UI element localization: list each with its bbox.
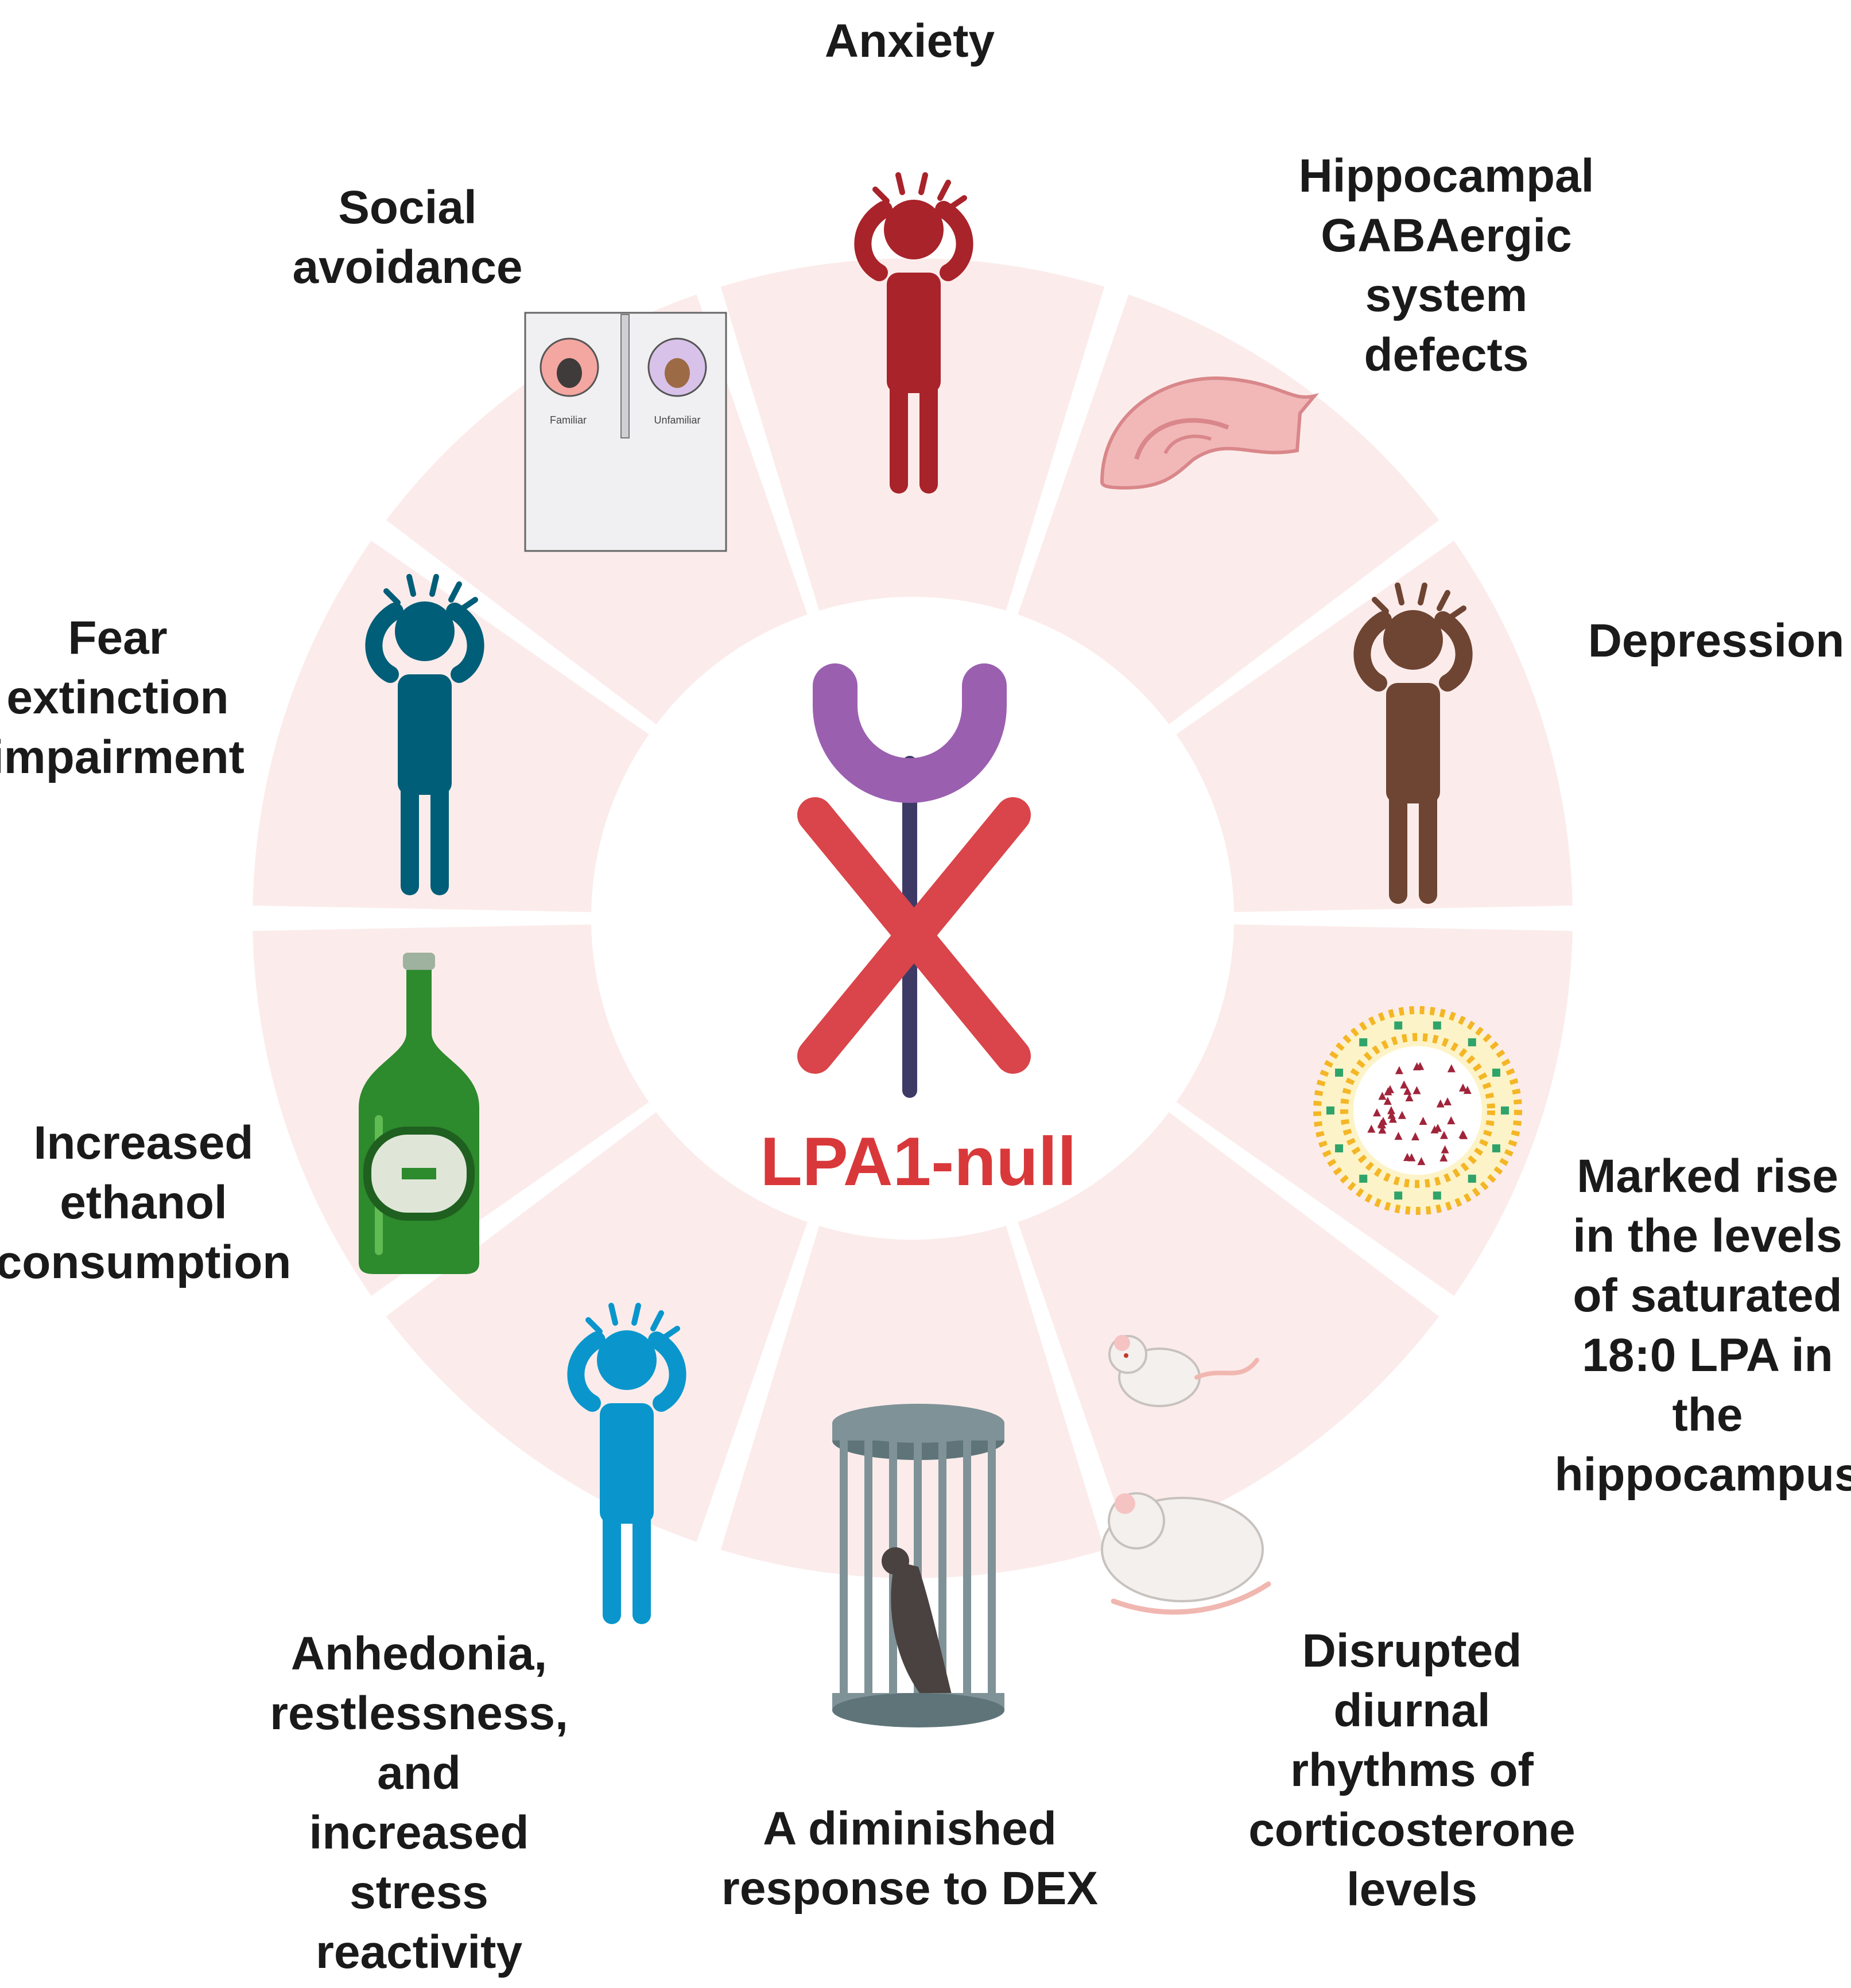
membrane-protein xyxy=(1492,1069,1500,1077)
membrane-protein xyxy=(1359,1174,1368,1183)
lpa-particle xyxy=(1400,1080,1408,1089)
lpa-particle xyxy=(1443,1097,1452,1105)
lpa-particle xyxy=(1458,1083,1467,1092)
ring-segment xyxy=(1176,541,1573,913)
hippocampus-icon xyxy=(1100,376,1320,490)
label-anhedonia: Anhedonia, restlessness, and increased s… xyxy=(270,1628,568,1978)
label-depression: Depression xyxy=(1588,615,1845,667)
lpa-particle xyxy=(1439,1153,1448,1162)
lpa-particle xyxy=(1412,1062,1421,1070)
label-social: Social avoidance xyxy=(292,181,523,293)
membrane-protein xyxy=(1433,1191,1441,1200)
lpa-particle xyxy=(1405,1093,1414,1102)
lpa-particle xyxy=(1379,1117,1388,1125)
lpa-particle xyxy=(1383,1097,1392,1105)
label-ethanol: Increased ethanol consumption xyxy=(0,1117,292,1288)
label-corticosterone: Disrupted diurnal rhythms of corticoster… xyxy=(1248,1625,1576,1916)
label-hippocampal: Hippocampal GABAergic system defects xyxy=(1298,150,1594,381)
lpa1-receptor-crossed-icon xyxy=(797,663,1031,1098)
lpa-particle xyxy=(1387,1111,1396,1119)
lpa-particle xyxy=(1378,1092,1387,1100)
membrane-protein xyxy=(1492,1144,1500,1152)
membrane-protein xyxy=(1468,1174,1476,1183)
lpa-particle xyxy=(1430,1125,1439,1133)
lpa-particle xyxy=(1439,1131,1448,1139)
lpa-particle xyxy=(1412,1086,1421,1094)
beer-bottle-icon xyxy=(359,953,479,1274)
membrane-protein xyxy=(1326,1106,1334,1115)
lpa-particle xyxy=(1398,1111,1406,1119)
lpa-particle xyxy=(1463,1086,1472,1094)
ring-segment xyxy=(1018,294,1439,725)
lpa-particle xyxy=(1460,1131,1468,1139)
lpa-particle xyxy=(1441,1145,1449,1154)
membrane-protein xyxy=(1433,1021,1441,1030)
ring-segment xyxy=(720,258,1105,611)
stressed-person-icon xyxy=(1353,583,1473,904)
lpa-particle xyxy=(1436,1099,1445,1108)
label-fear: Fear extinction impairment xyxy=(0,612,245,783)
lpa-particle xyxy=(1367,1124,1376,1133)
familiar-label: Familiar xyxy=(550,414,587,426)
membrane-protein xyxy=(1501,1106,1509,1115)
stressed-person-icon xyxy=(854,172,973,494)
lpa-particle xyxy=(1419,1117,1427,1125)
label-lpa-rise: Marked rise in the levels of saturated 1… xyxy=(1554,1150,1851,1501)
liposome-icon xyxy=(1313,1006,1522,1215)
lpa-particle xyxy=(1386,1085,1394,1093)
lpa-particle xyxy=(1417,1157,1426,1166)
membrane-protein xyxy=(1335,1069,1344,1077)
lpa-particle xyxy=(1395,1066,1403,1074)
lpa-particle xyxy=(1447,1064,1456,1073)
lpa-particle xyxy=(1403,1086,1412,1095)
white-mice-icon xyxy=(1101,1335,1271,1615)
lpa-particle xyxy=(1411,1132,1419,1141)
three-chamber-test-icon: Familiar Unfamiliar xyxy=(524,312,727,552)
lpa-particle xyxy=(1407,1153,1416,1162)
lpa-particle xyxy=(1447,1116,1456,1124)
label-dex: A diminished response to DEX xyxy=(721,1803,1099,1915)
caged-mouse-icon xyxy=(832,1404,1004,1727)
lpa-particle xyxy=(1372,1108,1381,1117)
center-label: LPA1-null xyxy=(760,1123,1077,1200)
segment-ring xyxy=(253,258,1573,1578)
label-anxiety: Anxiety xyxy=(824,15,995,67)
stressed-person-icon xyxy=(365,574,484,895)
lpa-particle xyxy=(1394,1132,1403,1140)
membrane-protein xyxy=(1359,1038,1368,1047)
lpa-particle xyxy=(1378,1125,1387,1134)
ring-segment xyxy=(720,1225,1105,1578)
ring-segment xyxy=(1018,1112,1439,1542)
membrane-protein xyxy=(1335,1144,1344,1152)
unfamiliar-label: Unfamiliar xyxy=(654,414,700,426)
stressed-person-icon xyxy=(567,1303,686,1624)
membrane-protein xyxy=(1394,1021,1403,1030)
lpa-particle xyxy=(1387,1106,1395,1115)
membrane-protein xyxy=(1468,1038,1476,1047)
membrane-protein xyxy=(1394,1191,1403,1200)
